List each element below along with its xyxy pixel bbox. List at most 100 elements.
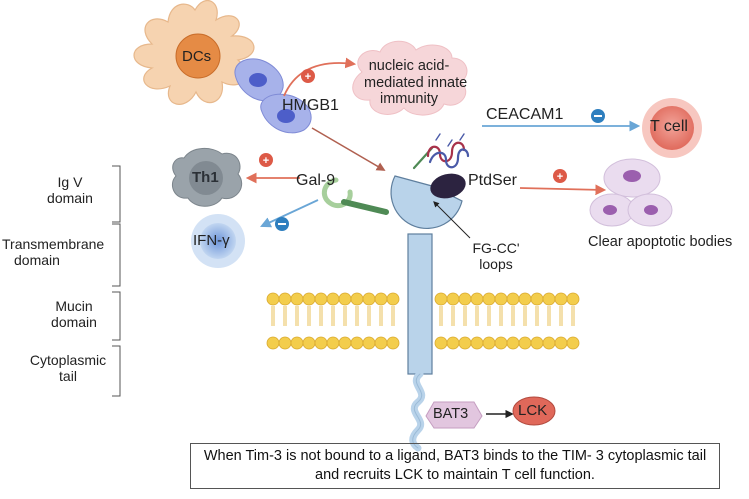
- nucleic-acid-label: nucleic acid- mediated innate immunity: [364, 58, 468, 108]
- lipid-head: [302, 292, 316, 306]
- hmgb1-label: HMGB1: [282, 97, 339, 114]
- lipid-head: [494, 292, 508, 306]
- fg-loops-pointer: [433, 201, 471, 239]
- lipid-head: [542, 292, 556, 306]
- ifn-gamma-cell: [191, 214, 245, 268]
- lipid-head: [470, 292, 484, 306]
- clear-apoptotic-label: Clear apoptotic bodies: [588, 234, 733, 250]
- mucin-line-2: domain: [51, 314, 97, 331]
- igv-line-1: Ig V: [57, 174, 83, 190]
- lipid-head: [314, 336, 328, 350]
- domain-brackets: [112, 165, 121, 397]
- lipid-head: [278, 292, 292, 306]
- svg-text:+: +: [557, 171, 563, 183]
- bat3-label: BAT3: [433, 406, 469, 422]
- transmembrane-domain-label: Transmembrane domain: [2, 236, 112, 268]
- ifn-gamma-label: IFN-γ: [193, 232, 230, 249]
- hmgb1-to-receptor-arrow: [311, 127, 386, 171]
- mucin-domain-label: Mucin domain: [34, 298, 114, 330]
- lipid-head: [374, 292, 388, 306]
- lipid-head: [338, 336, 352, 350]
- lipid-head: [470, 336, 484, 350]
- lipid-head: [362, 292, 376, 306]
- tim3-receptor: [390, 175, 463, 452]
- lipid-head: [542, 336, 556, 350]
- fg-loops-line-2: loops: [479, 256, 513, 273]
- lipid-head: [446, 292, 460, 306]
- lipid-head: [326, 292, 340, 306]
- lipid-head: [302, 336, 316, 350]
- lipid-head: [530, 336, 544, 350]
- lipid-head: [434, 292, 448, 306]
- lipid-head: [290, 292, 304, 306]
- cytoplasmic-line-2: tail: [59, 368, 77, 385]
- lipid-head: [434, 336, 448, 350]
- transmembrane-line-2: domain: [14, 252, 60, 269]
- lipid-head: [338, 292, 352, 306]
- igv-domain-label: Ig V domain: [30, 174, 110, 206]
- ptdser-molecule: [430, 173, 466, 199]
- lipid-head: [374, 336, 388, 350]
- lipid-head: [482, 336, 496, 350]
- svg-text:+: +: [305, 71, 311, 83]
- cytoplasmic-line-1: Cytoplasmic: [29, 352, 107, 368]
- lipid-head: [278, 336, 292, 350]
- fg-loops-line-1: FG-CC': [472, 240, 520, 256]
- lipid-head: [266, 292, 280, 306]
- t-cell: [642, 98, 702, 158]
- lipid-bilayer: [266, 292, 580, 350]
- lipid-head: [518, 292, 532, 306]
- cytoplasmic-tail-label: Cytoplasmic tail: [20, 352, 116, 384]
- lipid-head: [518, 336, 532, 350]
- svg-text:+: +: [263, 155, 269, 167]
- positive-sign-hmgb1: [301, 69, 315, 83]
- lipid-head: [554, 292, 568, 306]
- fg-loops-label: FG-CC' loops: [464, 240, 528, 272]
- lipid-head: [386, 336, 400, 350]
- lck-label: LCK: [518, 402, 548, 419]
- apoptotic-bodies: [589, 158, 673, 227]
- lipid-head: [506, 336, 520, 350]
- lipid-head: [386, 292, 400, 306]
- lipid-head: [482, 292, 496, 306]
- dendritic-cell: [133, 0, 255, 105]
- gal9-label: Gal-9: [296, 172, 336, 189]
- lipid-head: [350, 292, 364, 306]
- positive-sign-apoptotic: [553, 169, 567, 183]
- lipid-head: [290, 336, 304, 350]
- th1-label: Th1: [192, 169, 219, 186]
- lipid-head: [458, 336, 472, 350]
- nucleic-acid-line-1: nucleic acid-: [368, 58, 450, 74]
- positive-sign-th1: [259, 153, 273, 167]
- lipid-head: [362, 336, 376, 350]
- t-cell-label: T cell: [650, 118, 688, 135]
- lipid-head: [530, 292, 544, 306]
- lipid-head: [314, 292, 328, 306]
- igv-line-2: domain: [47, 190, 93, 207]
- nucleic-acid-cloud: [352, 40, 468, 116]
- caption-box: When Tim-3 is not bound to a ligand, BAT…: [190, 443, 720, 489]
- lipid-head: [458, 292, 472, 306]
- lck-protein: [512, 396, 556, 426]
- bat3-protein: [425, 401, 483, 429]
- hmgb1-to-immunity-arrow: [283, 57, 357, 97]
- mucin-line-1: Mucin: [55, 298, 93, 314]
- nucleic-acid-strand: [412, 133, 470, 170]
- lipid-head: [350, 336, 364, 350]
- ptdser-to-apoptotic-arrow: [519, 184, 607, 196]
- lipid-head: [494, 336, 508, 350]
- gal9-ligand: [321, 177, 389, 215]
- lipid-head: [506, 292, 520, 306]
- nucleic-acid-line-3: immunity: [379, 91, 438, 108]
- th1-cell: [172, 148, 243, 207]
- dcs-label: DCs: [182, 48, 212, 65]
- lipid-head: [446, 336, 460, 350]
- nucleic-acid-line-2: mediated innate: [364, 74, 468, 91]
- lipid-head: [266, 336, 280, 350]
- lipid-head: [566, 336, 580, 350]
- lipid-head: [326, 336, 340, 350]
- ceacam1-label: CEACAM1: [486, 106, 564, 123]
- ptdser-label: PtdSer: [468, 172, 517, 189]
